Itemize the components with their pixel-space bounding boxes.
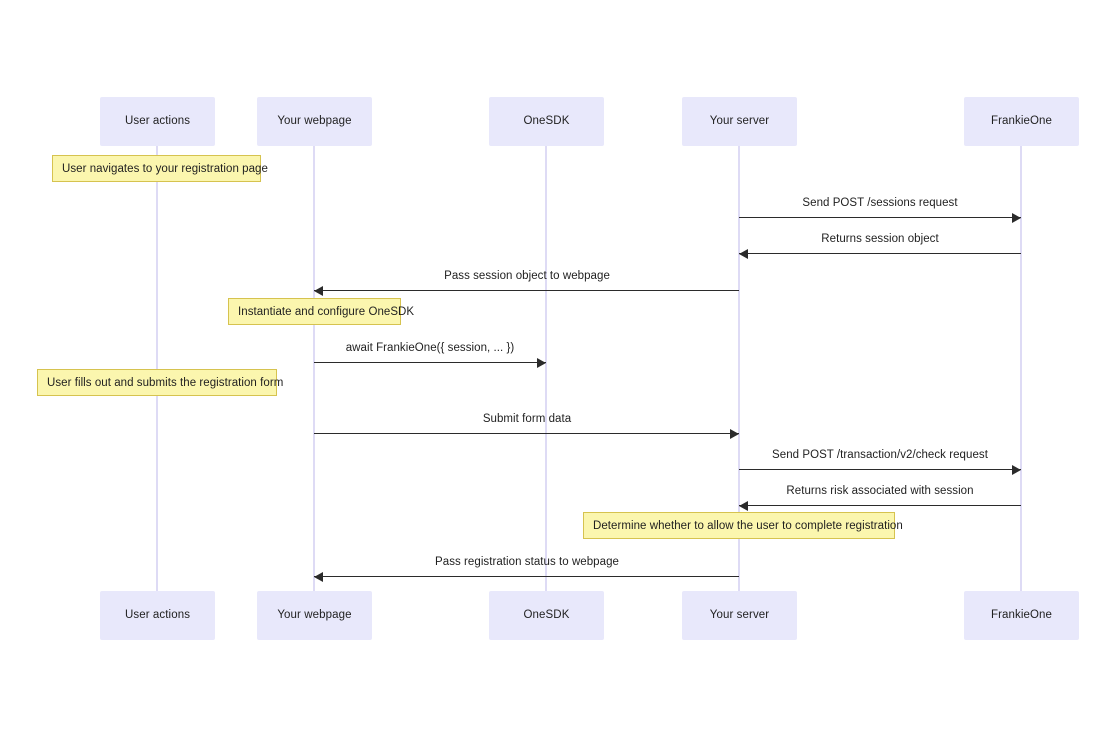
lifeline-webpage: [313, 146, 315, 591]
participant-label-webpage: Your webpage: [277, 114, 352, 127]
arrowhead-right-icon: [1012, 212, 1021, 223]
participant-label-server: Your server: [709, 114, 770, 127]
participant-header-server[interactable]: Your server: [682, 97, 797, 146]
message-line-m4: [314, 362, 546, 364]
note-n1[interactable]: User navigates to your registration page: [52, 155, 268, 182]
participant-footer-user[interactable]: User actions: [100, 591, 215, 640]
arrowhead-right-icon: [730, 428, 739, 439]
participant-footer-webpage[interactable]: Your webpage: [257, 591, 372, 640]
message-line-m6: [739, 469, 1021, 471]
arrowhead-left-icon: [739, 500, 748, 511]
message-label-m5: Submit form data: [482, 413, 572, 425]
participant-label-onesdk: OneSDK: [523, 114, 570, 127]
participant-footer-onesdk[interactable]: OneSDK: [489, 591, 604, 640]
message-line-m1: [739, 217, 1021, 219]
message-line-m5: [314, 433, 739, 435]
message-label-m1: Send POST /sessions request: [802, 197, 958, 209]
lifeline-user: [156, 146, 158, 591]
participant-footer-frankieone[interactable]: FrankieOne: [964, 591, 1079, 640]
participant-label-user: User actions: [124, 608, 191, 621]
note-label-n2: Instantiate and configure OneSDK: [238, 305, 415, 318]
message-line-m8: [314, 576, 739, 578]
participant-header-onesdk[interactable]: OneSDK: [489, 97, 604, 146]
lifeline-frankieone: [1020, 146, 1022, 591]
participant-label-server: Your server: [709, 608, 770, 621]
participant-label-frankieone: FrankieOne: [990, 608, 1053, 621]
message-label-m2: Returns session object: [821, 233, 939, 245]
participant-label-frankieone: FrankieOne: [990, 114, 1053, 127]
lifeline-onesdk: [545, 146, 547, 591]
participant-label-onesdk: OneSDK: [523, 608, 570, 621]
arrowhead-right-icon: [1012, 464, 1021, 475]
participant-header-frankieone[interactable]: FrankieOne: [964, 97, 1079, 146]
note-label-n3: User fills out and submits the registrat…: [47, 376, 284, 389]
participant-footer-server[interactable]: Your server: [682, 591, 797, 640]
participant-header-user[interactable]: User actions: [100, 97, 215, 146]
participant-label-user: User actions: [124, 114, 191, 127]
arrowhead-right-icon: [537, 357, 546, 368]
lifeline-server: [738, 146, 740, 591]
participant-label-webpage: Your webpage: [277, 608, 352, 621]
arrowhead-left-icon: [739, 248, 748, 259]
message-line-m2: [739, 253, 1021, 255]
participant-header-webpage[interactable]: Your webpage: [257, 97, 372, 146]
note-n4[interactable]: Determine whether to allow the user to c…: [583, 512, 903, 539]
message-line-m7: [739, 505, 1021, 507]
note-label-n1: User navigates to your registration page: [62, 162, 268, 175]
arrowhead-left-icon: [314, 571, 323, 582]
message-label-m4: await FrankieOne({ session, ... }): [345, 342, 515, 354]
note-n2[interactable]: Instantiate and configure OneSDK: [228, 298, 414, 325]
message-label-m6: Send POST /transaction/v2/check request: [772, 449, 988, 461]
arrowhead-left-icon: [314, 285, 323, 296]
message-label-m7: Returns risk associated with session: [786, 485, 974, 497]
message-label-m8: Pass registration status to webpage: [435, 556, 619, 568]
note-label-n4: Determine whether to allow the user to c…: [593, 519, 903, 532]
message-line-m3: [314, 290, 739, 292]
message-label-m3: Pass session object to webpage: [444, 270, 610, 282]
note-n3[interactable]: User fills out and submits the registrat…: [37, 369, 283, 396]
